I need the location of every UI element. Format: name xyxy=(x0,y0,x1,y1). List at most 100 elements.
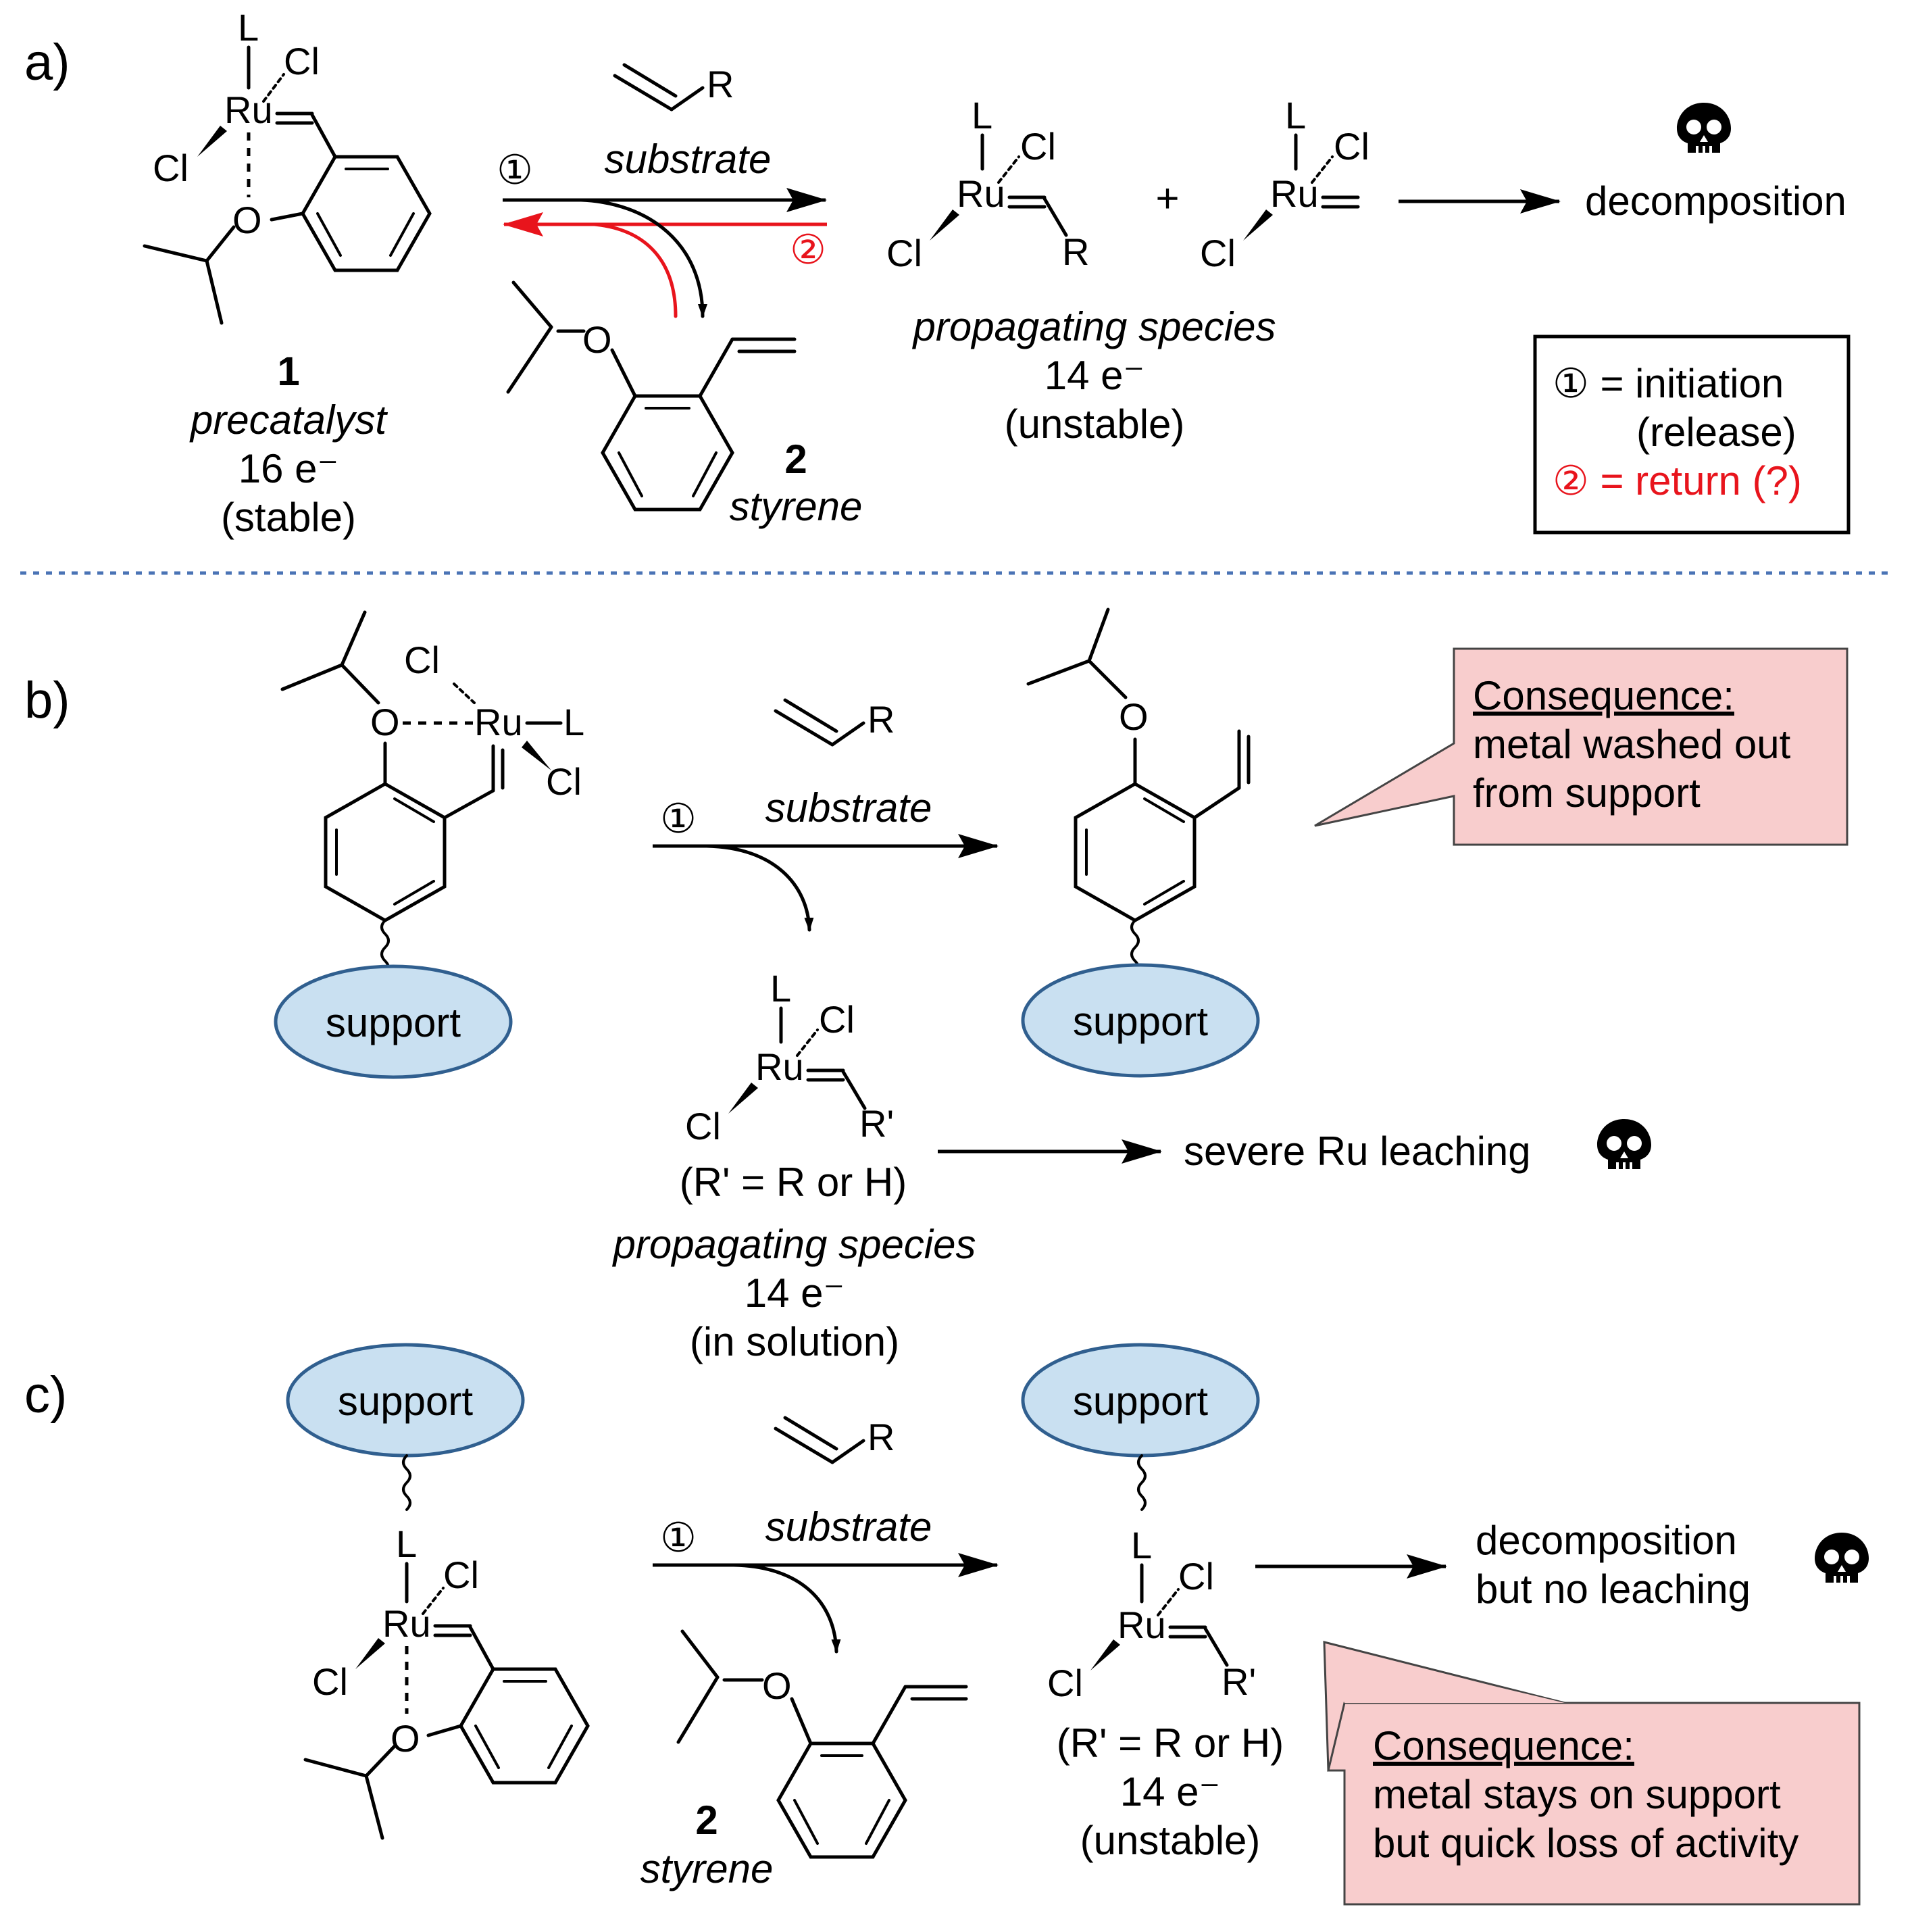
atom-o: O xyxy=(762,1664,792,1707)
plus-sign: + xyxy=(1155,176,1179,221)
callout-shape xyxy=(1323,1641,1861,1906)
support-label: support xyxy=(1073,999,1208,1044)
electron-count: 14 e⁻ xyxy=(745,1270,845,1316)
panel-b-label: b) xyxy=(24,672,70,729)
compound-number: 2 xyxy=(784,437,807,482)
compound-number: 2 xyxy=(695,1798,718,1843)
precatalyst-label: precatalyst xyxy=(189,397,388,443)
substrate-structure xyxy=(774,1416,865,1464)
substrate-r: R xyxy=(867,698,895,741)
substrate-label: substrate xyxy=(765,1504,932,1550)
atom-cl: Cl xyxy=(153,147,188,189)
propagating-species-structure: L Cl Ru R Cl xyxy=(886,94,1089,274)
atom-ru: Ru xyxy=(957,172,1005,215)
propagating-species-structure: L Cl Ru R' Cl xyxy=(685,967,894,1147)
atom-cl: Cl xyxy=(312,1660,348,1703)
legend-release: (release) xyxy=(1636,410,1796,455)
styrene-structure: O xyxy=(676,1629,968,1859)
atom-r: R xyxy=(1062,230,1089,273)
panel-c: c) support L Cl Ru Cl O xyxy=(24,1343,1869,1906)
r-prime-note: (R' = R or H) xyxy=(1057,1720,1284,1766)
substrate-label: substrate xyxy=(765,785,932,831)
support-label: support xyxy=(326,1000,461,1045)
panel-b: b) O Ru L Cl Cl support xyxy=(24,608,1848,1364)
propagating-species-structure: L Cl Ru Cl xyxy=(1200,94,1369,274)
support-shape xyxy=(274,964,513,1079)
atom-r-prime: R' xyxy=(1222,1660,1256,1703)
support-shape xyxy=(1021,963,1260,1078)
skull-icon xyxy=(1815,1533,1869,1583)
release-curve xyxy=(705,844,814,932)
substrate-r: R xyxy=(707,63,734,105)
substrate-label: substrate xyxy=(605,137,772,182)
propagating-label: propagating species xyxy=(911,304,1276,349)
callout-line: from support xyxy=(1473,770,1701,816)
atom-cl: Cl xyxy=(443,1554,479,1596)
atom-cl: Cl xyxy=(1178,1555,1214,1597)
atom-cl: Cl xyxy=(1047,1662,1083,1704)
atom-o: O xyxy=(232,199,262,241)
atom-cl: Cl xyxy=(886,232,922,274)
stability-label: (stable) xyxy=(221,495,356,540)
atom-cl: Cl xyxy=(1200,232,1236,274)
supported-styrene-structure: O xyxy=(1026,608,1251,976)
atom-cl: Cl xyxy=(546,760,582,803)
legend-return: ② = return (?) xyxy=(1553,458,1802,503)
substrate-structure xyxy=(774,698,865,747)
legend-box xyxy=(1533,335,1851,535)
substrate-structure xyxy=(613,63,705,112)
stability-label: (unstable) xyxy=(1005,401,1185,447)
substrate-r: R xyxy=(867,1416,895,1458)
leaching-label: severe Ru leaching xyxy=(1184,1129,1531,1174)
atom-cl: Cl xyxy=(819,998,855,1041)
atom-l: L xyxy=(770,967,791,1010)
atom-cl: Cl xyxy=(685,1105,721,1147)
atom-ru: Ru xyxy=(382,1602,431,1645)
atom-l: L xyxy=(1285,94,1306,137)
decomposition-label: decomposition xyxy=(1585,178,1846,224)
step-1-marker: ① xyxy=(497,147,533,193)
electron-count: 14 e⁻ xyxy=(1120,1769,1220,1814)
atom-l: L xyxy=(1131,1524,1152,1566)
styrene-label: styrene xyxy=(640,1846,774,1891)
atom-ru: Ru xyxy=(1117,1604,1166,1646)
atom-o: O xyxy=(391,1717,420,1760)
skull-icon xyxy=(1597,1119,1651,1169)
panel-c-label: c) xyxy=(24,1366,67,1424)
support-label: support xyxy=(338,1379,473,1424)
atom-cl: Cl xyxy=(1334,125,1369,168)
callout-line: metal washed out xyxy=(1473,722,1791,767)
panel-a: a) L Cl Ru Cl O 1 precatalyst 16 e⁻ xyxy=(24,6,1851,540)
decomposition-label: but no leaching xyxy=(1476,1566,1751,1612)
release-curve xyxy=(579,198,707,318)
atom-ru: Ru xyxy=(474,701,523,743)
supported-precatalyst-structure: L Cl Ru Cl O xyxy=(303,1454,590,1840)
skull-icon xyxy=(1677,103,1731,153)
atom-cl: Cl xyxy=(284,40,320,82)
compound-number: 1 xyxy=(277,349,299,394)
atom-cl: Cl xyxy=(1020,125,1056,168)
stability-label: (unstable) xyxy=(1080,1818,1261,1863)
supported-precatalyst-structure: O Ru L Cl Cl xyxy=(280,610,584,976)
location-label: (in solution) xyxy=(690,1319,899,1364)
propagating-label: propagating species xyxy=(611,1222,976,1267)
electron-count: 14 e⁻ xyxy=(1045,353,1144,398)
panel-a-label: a) xyxy=(24,34,70,91)
atom-l: L xyxy=(563,701,584,743)
atom-l: L xyxy=(972,94,992,137)
styrene-structure: O xyxy=(506,280,797,512)
atom-cl: Cl xyxy=(404,639,440,681)
atom-o: O xyxy=(1119,695,1149,738)
release-curve xyxy=(732,1563,841,1654)
styrene-label: styrene xyxy=(730,484,863,529)
legend-initiation: ① = initiation xyxy=(1553,361,1784,406)
electron-count: 16 e⁻ xyxy=(238,446,338,491)
callout-title: Consequence: xyxy=(1373,1723,1634,1768)
supported-species-structure: L Cl Ru R' Cl xyxy=(1047,1454,1256,1704)
step-1-marker: ① xyxy=(660,796,697,841)
r-prime-note: (R' = R or H) xyxy=(680,1160,907,1205)
step-2-marker: ② xyxy=(790,227,826,272)
callout-pointer xyxy=(1326,1646,1565,1703)
callout-line: metal stays on support xyxy=(1373,1772,1781,1817)
